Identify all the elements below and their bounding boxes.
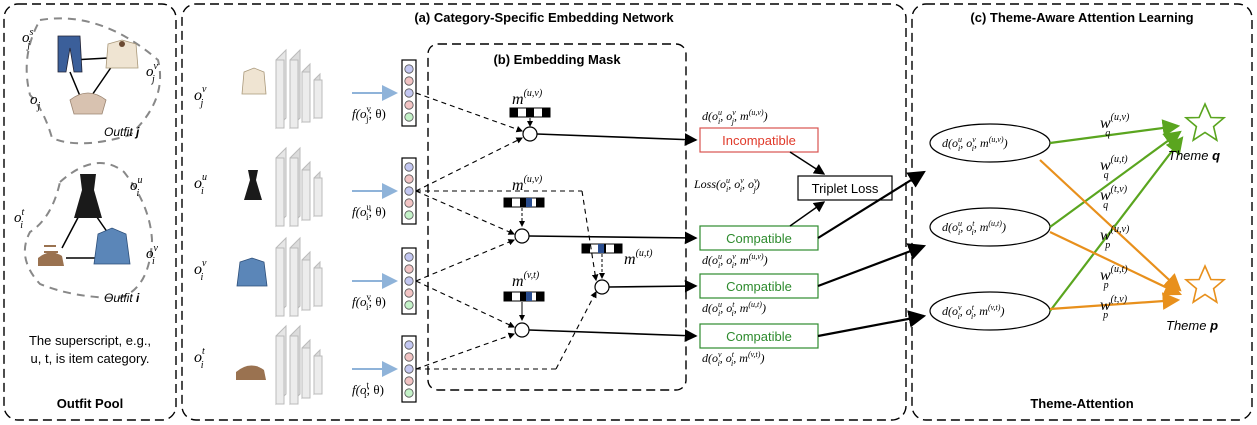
panel-a-title: (a) Category-Specific Embedding Network [414,10,674,25]
embedding-network-panel [181,3,907,421]
note-line-1: The superscript, e.g., [29,333,151,348]
note-line-2: u, t, is item category. [31,351,150,366]
svg-text:ovi: ovi [194,258,207,283]
outfit-pool-title: Outfit Pool [57,396,123,411]
theme-q-links [1049,119,1184,312]
theme-p-label: Theme p [1166,318,1218,333]
incompatible-box: Incompatible [699,127,819,153]
mask-1: m(u,v) [509,88,551,142]
outfit-j-label: Outfit j [104,125,140,139]
vector-to-mask-links [415,92,599,370]
svg-text:Compatible: Compatible [726,329,792,344]
denim-jacket-icon [236,257,268,287]
jeans-icon [57,35,83,73]
svg-text:d(oui, oti, m(u,t)): d(oui, oti, m(u,t)) [942,219,1006,237]
outfit-i-label: Outfit i [104,291,140,305]
embedding-vector-3 [401,247,417,315]
panel-b-title: (b) Embedding Mask [493,52,621,67]
theme-attention-panel [911,3,1253,421]
svg-text:Triplet Loss: Triplet Loss [812,181,879,196]
svg-text:m(u,t): m(u,t) [624,248,653,268]
sandals-icon [38,245,64,266]
svg-text:oui: oui [194,172,207,197]
weight-q-ut: w(u,t)q [1100,154,1128,181]
embedding-vector-2 [401,157,417,225]
compatible-box-1: Compatible [699,225,819,251]
embedding-vector-1 [401,59,417,127]
weight-p-ut: w(u,t)p [1100,264,1128,291]
theme-p-links [1039,159,1182,311]
compatible-box-3: Compatible [699,323,819,349]
dress-icon [244,170,262,200]
svg-text:m(u,v): m(u,v) [512,88,543,108]
oj-label: oj [30,92,41,112]
theme-q-label: Theme q [1168,148,1220,163]
outfit-pool-panel [3,3,177,421]
bag-icon [69,92,107,115]
sandals-icon [236,365,266,380]
svg-text:Incompatible: Incompatible [722,133,796,148]
theme-p-star-icon [1185,265,1225,304]
dress-icon [74,174,102,218]
outfit-j-outline [25,17,162,145]
embedding-vector-4 [401,335,417,403]
weight-p-uv: w(u,v)p [1100,224,1130,251]
denim-jacket-icon [93,227,131,265]
svg-text:ovj: ovj [194,84,207,109]
mask-4: m(v,t) [503,270,545,338]
cream-jacket-icon [241,67,267,95]
embedding-mask-panel [427,43,687,391]
svg-text:m(v,t): m(v,t) [512,270,540,290]
panel-c-title: (c) Theme-Aware Attention Learning [970,10,1193,25]
svg-text:oti: oti [194,346,205,371]
outfit-i-outline [23,162,154,300]
cream-jacket-icon [105,39,139,69]
svg-text:Compatible: Compatible [726,279,792,294]
compatible-box-2: Compatible [699,273,819,299]
weight-q-tv: w(t,v)q [1100,184,1128,211]
theme-q-star-icon [1185,103,1225,141]
triplet-loss-box: Triplet Loss [797,175,893,201]
theme-attention-footer: Theme-Attention [1030,396,1133,411]
weight-p-tv: w(t,v)p [1100,294,1128,321]
svg-text:Compatible: Compatible [726,231,792,246]
